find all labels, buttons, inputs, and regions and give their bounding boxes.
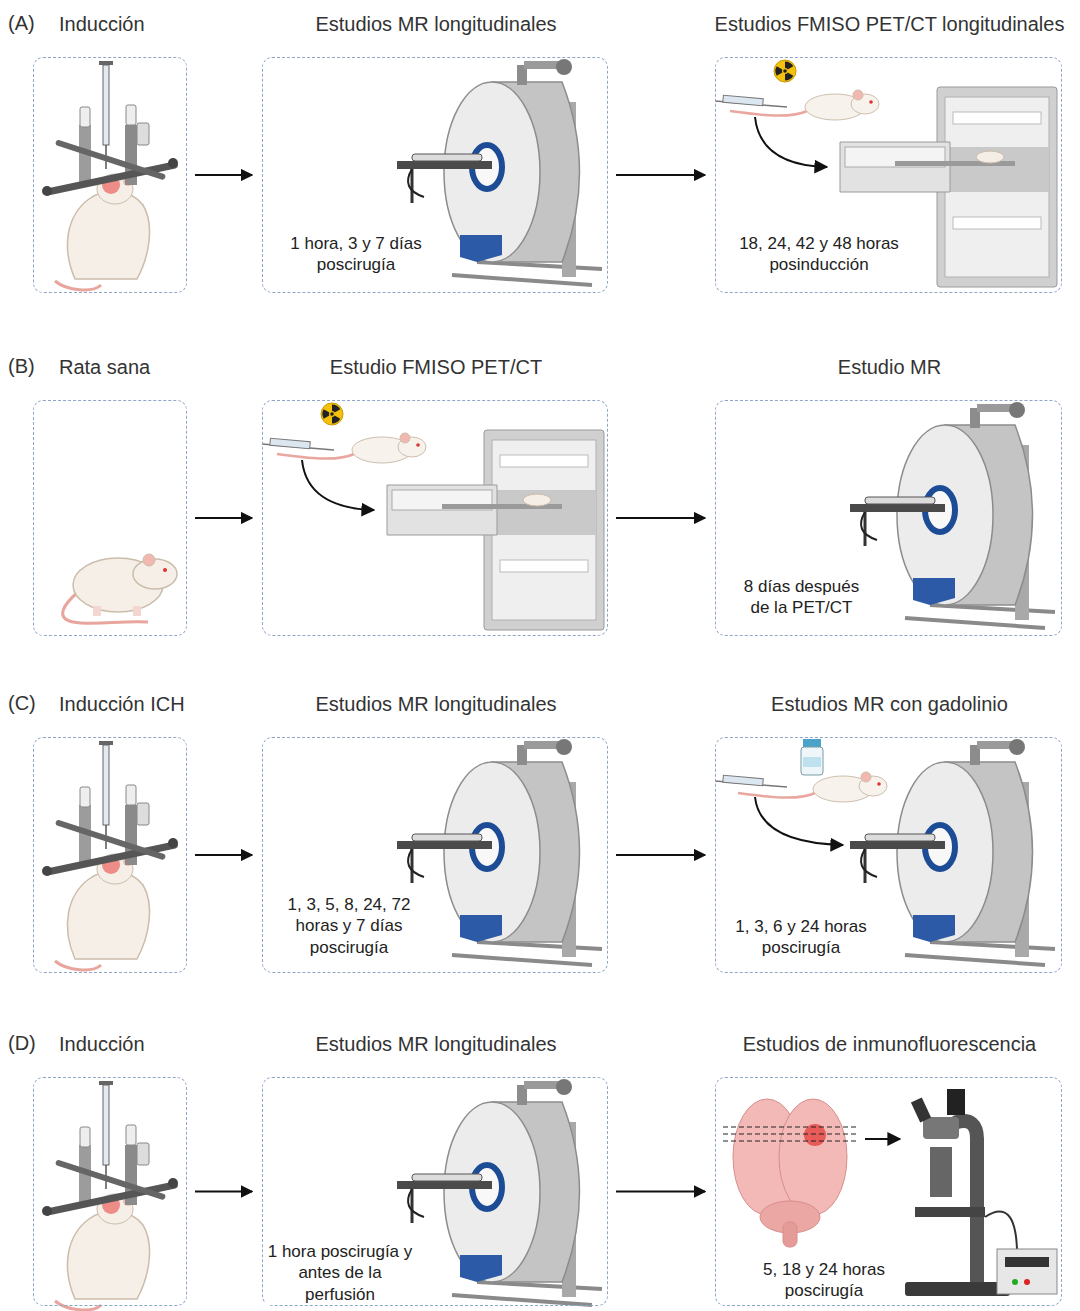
panel-box: Inducción ICH	[33, 737, 187, 973]
flow-arrow	[616, 854, 705, 856]
panel-heading: Inducción	[59, 12, 145, 36]
pet-ct-scanner	[262, 402, 604, 630]
panel-letter: (B)	[8, 354, 35, 378]
panel-heading: Estudios MR longitudinales	[315, 12, 556, 36]
panel-letter: (C)	[8, 691, 36, 715]
panel-heading: Rata sana	[59, 355, 150, 379]
flow-arrow	[616, 517, 705, 519]
mri-scanner	[397, 1079, 602, 1305]
time-note: 1, 3, 5, 8, 24, 72 horas y 7 días poscir…	[269, 894, 429, 958]
stereotaxic-rat	[42, 741, 178, 970]
panel-box: Estudios MR longitudinales1 hora, 3 y 7 …	[262, 57, 608, 293]
panel-box: Inducción	[33, 57, 187, 293]
panel-heading: Estudios MR longitudinales	[315, 692, 556, 716]
panel-box: Rata sana	[33, 400, 187, 636]
panel-box: Estudios MR longitudinales1, 3, 5, 8, 24…	[262, 737, 608, 973]
panel-heading: Inducción ICH	[59, 692, 185, 716]
panel-heading: Inducción	[59, 1032, 145, 1056]
panel-heading: Estudio FMISO PET/CT	[330, 355, 542, 379]
time-note: 1 hora poscirugía y antes de la perfusió…	[265, 1241, 415, 1305]
panel-letter: (A)	[8, 11, 35, 35]
flow-arrow	[616, 174, 705, 176]
flow-arrow	[616, 1191, 705, 1193]
panel-box: Estudios FMISO PET/CT longitudinales18, …	[715, 57, 1062, 293]
panel-heading: Estudios FMISO PET/CT longitudinales	[715, 12, 1065, 36]
panel-letter: (D)	[8, 1031, 36, 1055]
panel-box: Estudio FMISO PET/CT	[262, 400, 608, 636]
flow-arrow	[195, 1191, 252, 1193]
time-note: 1, 3, 6 y 24 horas poscirugía	[721, 916, 881, 959]
panel-box: Inducción	[33, 1077, 187, 1306]
time-note: 5, 18 y 24 horas poscirugía	[754, 1259, 894, 1302]
gadolinium-injection	[715, 739, 887, 845]
panel-box: Estudios MR longitudinales1 hora posciru…	[262, 1077, 608, 1306]
time-note: 18, 24, 42 y 48 horas posinducción	[724, 233, 914, 276]
flow-arrow	[195, 854, 252, 856]
healthy-rat	[63, 554, 177, 623]
time-note: 1 hora, 3 y 7 días poscirugía	[271, 233, 441, 276]
panel-heading: Estudios MR con gadolinio	[771, 692, 1008, 716]
flow-arrow	[195, 174, 252, 176]
time-note: 8 días después de la PET/CT	[739, 576, 864, 619]
panel-box: Estudios de inmunofluorescencia5, 18 y 2…	[715, 1077, 1062, 1306]
panel-heading: Estudio MR	[838, 355, 941, 379]
panel-heading: Estudios MR longitudinales	[315, 1032, 556, 1056]
mri-scanner	[850, 402, 1055, 628]
panel-heading: Estudios de inmunofluorescencia	[743, 1032, 1037, 1056]
pet-ct-scanner	[715, 59, 1057, 287]
panel-box: Estudios MR con gadolinio1, 3, 6 y 24 ho…	[715, 737, 1062, 973]
panel-box: Estudio MR8 días después de la PET/CT	[715, 400, 1062, 636]
stereotaxic-rat	[42, 1081, 178, 1310]
stereotaxic-rat	[42, 61, 178, 290]
flow-arrow	[195, 517, 252, 519]
